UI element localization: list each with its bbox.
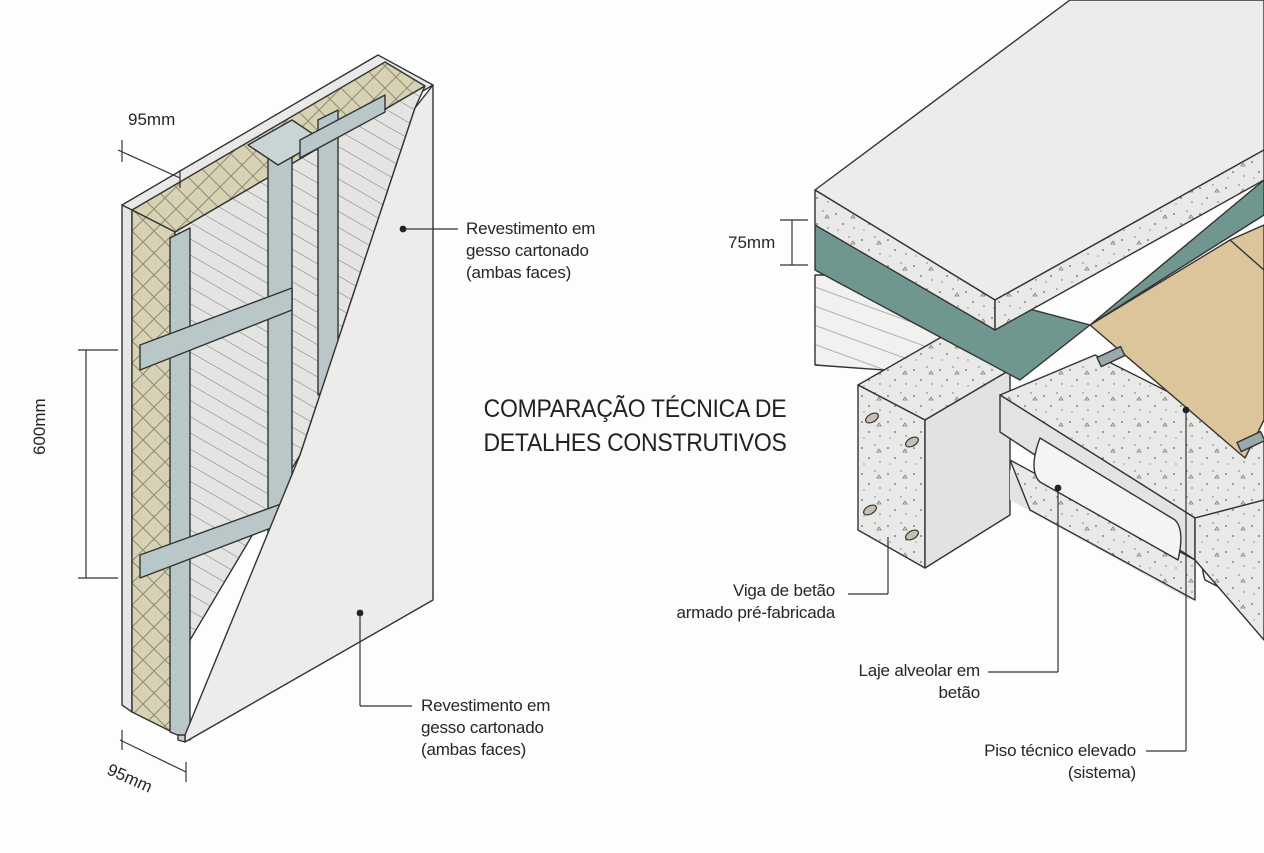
leader-dot [399,225,407,233]
title-line-1: COMPARAÇÃO TÉCNICA DE [483,395,787,423]
floor-assembly [814,0,1264,641]
floor-label-beam: Viga de betão armado pré-fabricada [676,581,835,622]
leader-dot [1182,406,1190,414]
wall-dim-height: 600mm [30,398,49,455]
drywall-assembly [121,54,434,743]
leader-dot [356,609,364,617]
floor-dim-thickness: 75mm [728,233,776,252]
floor-label-raised-floor: Piso técnico elevado (sistema) [984,741,1136,782]
rebar-ends [863,412,919,541]
title-line-2: DETALHES CONSTRUTIVOS [483,429,787,457]
wall-label-top: Revestimento em gesso cartonado (ambas f… [466,219,596,282]
wall-label-bottom: Revestimento em gesso cartonado (ambas f… [421,696,551,759]
leader-dot [1054,484,1062,492]
floor-dimension-lines [780,219,1187,752]
drawing-title: COMPARAÇÃO TÉCNICA DE DETALHES CONSTRUTI… [469,392,800,460]
wall-dimension-lines [78,140,458,782]
wall-dim-top: 95mm [128,110,176,129]
floor-label-slab: Laje alveolar em betão [858,661,980,702]
